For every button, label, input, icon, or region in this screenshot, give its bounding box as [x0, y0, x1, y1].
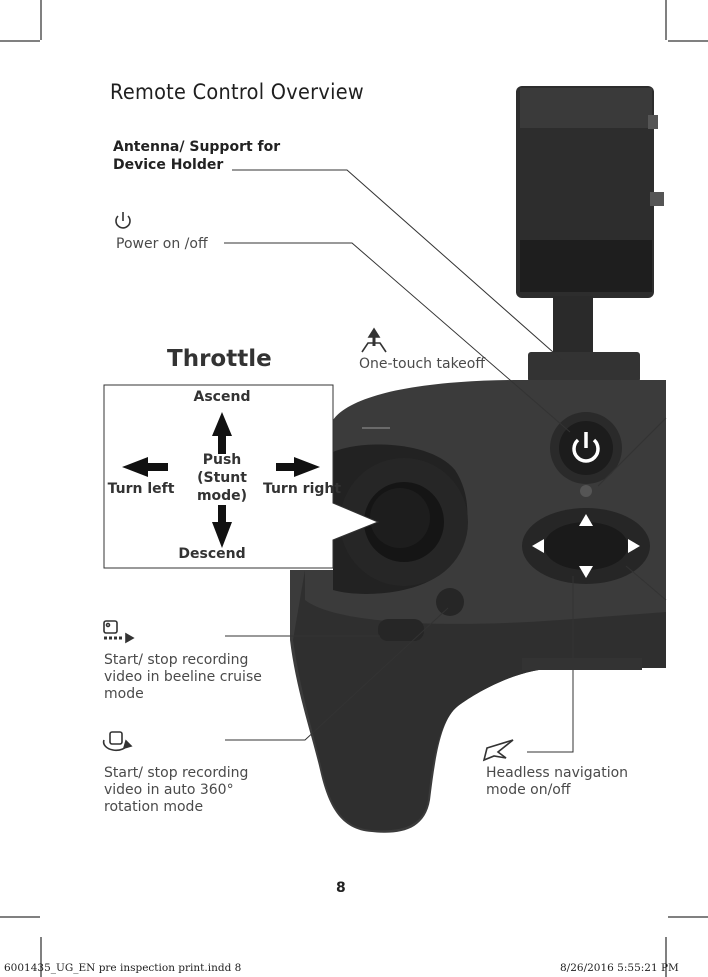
ascend-label: Ascend	[193, 389, 251, 405]
record-rotation-label: Start/ stop recording video in auto 360°…	[104, 765, 249, 815]
takeoff-icon	[361, 327, 387, 353]
turn-left-label: Turn left	[107, 481, 175, 497]
power-icon	[115, 212, 131, 229]
throttle-title: Throttle	[167, 346, 272, 372]
stunt-line: (Stunt	[197, 470, 247, 486]
mode-line: mode)	[196, 488, 248, 504]
descend-arrow-icon	[212, 505, 232, 548]
record-cruise-label: Start/ stop recording video in beeline c…	[104, 652, 262, 702]
antenna-label: Antenna/ Support for Device Holder	[113, 139, 281, 173]
page-title: Remote Control Overview	[110, 80, 364, 104]
leader-lines	[224, 169, 667, 753]
power-label: Power on /off	[116, 236, 208, 252]
left-arrow-icon	[122, 457, 168, 477]
device-holder	[516, 86, 664, 382]
beeline-cruise-video-icon	[103, 620, 135, 644]
headless-plane-icon	[482, 739, 514, 762]
push-line: Push	[202, 452, 242, 468]
turn-right-label: Turn right	[262, 481, 342, 497]
takeoff-label: One-touch takeoff	[359, 356, 486, 372]
right-arrow-icon	[276, 457, 320, 477]
push-stunt-label: Push (Stunt mode)	[192, 451, 252, 505]
throttle-diagram-box	[103, 384, 380, 569]
descend-label: Descend	[178, 546, 246, 562]
headless-label: Headless navigation mode on/off	[486, 765, 629, 798]
page-number: 8	[336, 880, 346, 896]
ascend-arrow-icon	[212, 412, 232, 454]
footer-file: 6001435_UG_EN pre inspection print.indd …	[4, 962, 242, 974]
footer-date: 8/26/2016 5:55:21 PM	[560, 962, 679, 974]
rotation-360-video-icon	[102, 731, 133, 752]
